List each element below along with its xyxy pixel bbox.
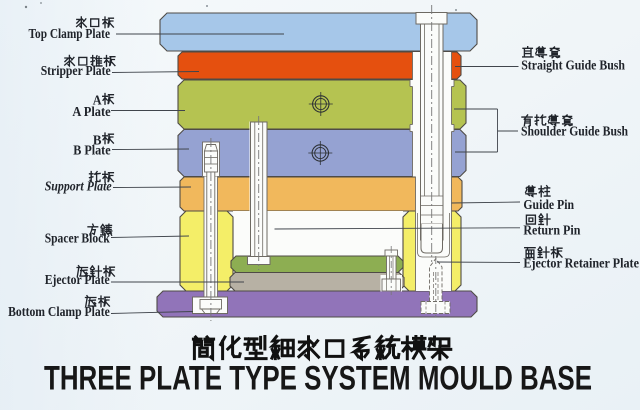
svg-text:Return Pin: Return Pin <box>523 223 580 238</box>
svg-text:B: B <box>93 132 102 147</box>
svg-text:Shoulder Guide Bush: Shoulder Guide Bush <box>521 124 628 139</box>
svg-text:Ejector Retainer Plate: Ejector Retainer Plate <box>523 256 639 271</box>
svg-text:Spacer Block: Spacer Block <box>45 231 110 246</box>
svg-text:Guide Pin: Guide Pin <box>523 197 574 212</box>
svg-text:Stripper Plate: Stripper Plate <box>41 63 111 78</box>
svg-text:Support Plate: Support Plate <box>45 178 112 193</box>
svg-text:A: A <box>93 93 102 108</box>
svg-text:B Plate: B Plate <box>73 143 110 158</box>
svg-text:Ejector Plate: Ejector Plate <box>45 272 110 287</box>
svg-text:Top Clamp Plate: Top Clamp Plate <box>29 26 111 41</box>
svg-text:A Plate: A Plate <box>72 104 110 119</box>
svg-text:THREE PLATE TYPE SYSTEM MOULD: THREE PLATE TYPE SYSTEM MOULD BASE <box>44 359 592 397</box>
svg-text:Straight Guide Bush: Straight Guide Bush <box>521 57 625 72</box>
svg-text:Bottom Clamp Plate: Bottom Clamp Plate <box>8 304 110 319</box>
